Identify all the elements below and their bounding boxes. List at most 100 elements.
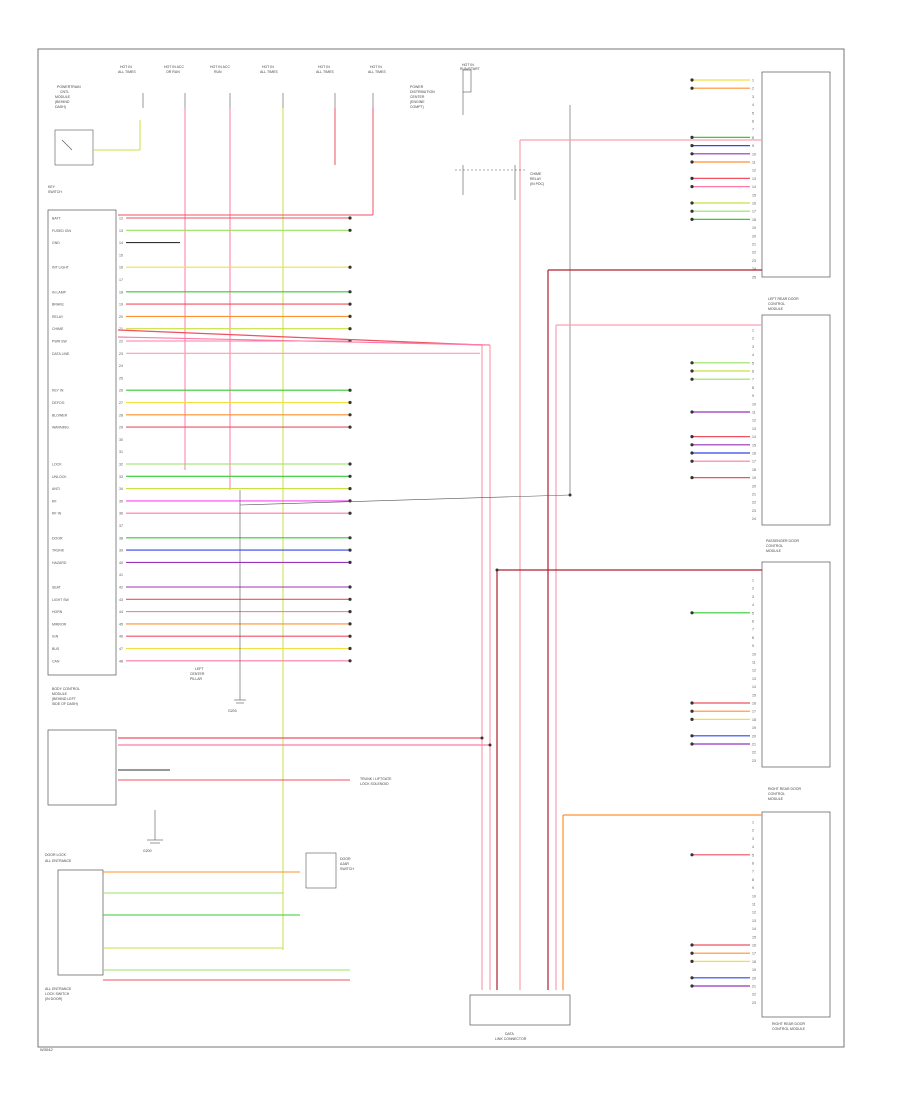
fuse-drop-wires <box>118 108 374 950</box>
svg-text:ALL ENTRANCE: ALL ENTRANCE <box>45 987 72 991</box>
bcm-pin-number: 28 <box>119 413 123 417</box>
svg-text:BODY CONTROL: BODY CONTROL <box>52 687 80 691</box>
bcm-pin-number: 35 <box>119 499 123 503</box>
bcm-pin-number: 45 <box>119 622 123 626</box>
svg-text:MODULE: MODULE <box>55 95 71 99</box>
connector-arrow <box>348 425 352 429</box>
module-pin-number: 19 <box>752 968 756 972</box>
module-pin-number: 23 <box>752 259 756 263</box>
bcm-pin-label: SEAT <box>52 586 62 590</box>
bcm-pin-number: 24 <box>119 364 123 368</box>
module-pin-number: 7 <box>752 870 754 874</box>
bcm-pin-label: GND <box>52 241 60 245</box>
module-pin-number: 4 <box>752 603 754 607</box>
module-pin-number: 10 <box>752 402 756 406</box>
svg-text:MODULE: MODULE <box>766 549 782 553</box>
module-pin-number: 19 <box>752 726 756 730</box>
module-pin-number: 19 <box>752 476 756 480</box>
svg-text:(BEHIND: (BEHIND <box>55 100 70 104</box>
connector-arrow <box>690 734 694 738</box>
door-lock-switch <box>57 869 104 976</box>
svg-text:DOOR LOCK: DOOR LOCK <box>45 853 67 857</box>
svg-text:G203: G203 <box>228 709 237 713</box>
module-pin-number: 15 <box>752 935 756 939</box>
module-pin-number: 11 <box>752 411 756 415</box>
module-pin-number: 22 <box>752 751 756 755</box>
connector-arrow <box>348 216 352 220</box>
svg-text:RIGHT REAR DOOR: RIGHT REAR DOOR <box>768 787 801 791</box>
svg-text:COMPT): COMPT) <box>410 105 424 109</box>
module-pin-number: 14 <box>752 185 756 189</box>
module-pin-number: 12 <box>752 419 756 423</box>
svg-text:CONTROL MODULE: CONTROL MODULE <box>772 1027 806 1031</box>
module-pin-number: 18 <box>752 468 756 472</box>
connector-arrow <box>348 597 352 601</box>
bcm-pin-label: DATA LINE <box>52 352 70 356</box>
svg-text:CHIME: CHIME <box>530 172 542 176</box>
connector-arrow <box>690 443 694 447</box>
bcm-pin-number: 32 <box>119 463 123 467</box>
connector-arrow <box>690 709 694 713</box>
data-link-connector <box>469 994 571 1026</box>
connector-arrow <box>690 201 694 205</box>
bcm-pin-label: BRAKE <box>52 303 65 307</box>
svg-text:KEY: KEY <box>48 185 56 189</box>
svg-text:MODULE: MODULE <box>768 797 784 801</box>
svg-text:TRUNK / LIFTGATE: TRUNK / LIFTGATE <box>360 777 392 781</box>
bcm-pin-label: BUS <box>52 647 60 651</box>
bcm-pin-label: RF IN <box>52 512 62 516</box>
connector-arrow <box>348 388 352 392</box>
module-pin-number: 15 <box>752 193 756 197</box>
module-pin-number: 13 <box>752 177 756 181</box>
module-pin-number: 23 <box>752 509 756 513</box>
bcm-pin-number: 43 <box>119 598 123 602</box>
connector-arrow <box>690 853 694 857</box>
connector-arrow <box>690 976 694 980</box>
module-pin-number: 2 <box>752 87 754 91</box>
module-pin-number: 8 <box>752 386 754 390</box>
connector-arrow <box>690 361 694 365</box>
bcm-pin-number: 14 <box>119 241 123 245</box>
connector-arrow <box>690 459 694 463</box>
svg-text:PASSENGER DOOR: PASSENGER DOOR <box>766 539 799 543</box>
bcm-pin-number: 29 <box>119 426 123 430</box>
module-pin-number: 5 <box>752 611 754 615</box>
trunk-wires <box>481 105 571 990</box>
connector-arrow <box>348 511 352 515</box>
svg-text:DISTRIBUTION: DISTRIBUTION <box>410 90 435 94</box>
module-pin-number: 1 <box>752 821 754 825</box>
module-pin-number: 7 <box>752 128 754 132</box>
module-pin-number: 15 <box>752 443 756 447</box>
module-pin-number: 17 <box>752 710 756 714</box>
svg-text:ALL TIMES: ALL TIMES <box>368 70 386 74</box>
bcm-pin-number: 21 <box>119 327 123 331</box>
connector-arrow <box>690 476 694 480</box>
connector-arrow <box>348 499 352 503</box>
bcm-pin-number: 27 <box>119 401 123 405</box>
trunk-wires-lower <box>118 769 350 781</box>
svg-text:HOT IN: HOT IN <box>262 65 274 69</box>
connector-arrow <box>690 611 694 615</box>
module-pin-number: 11 <box>752 661 756 665</box>
svg-text:LINK CONNECTOR: LINK CONNECTOR <box>495 1037 527 1041</box>
connector-arrow <box>690 135 694 139</box>
bcm-pin-label: UNLOCK <box>52 475 67 479</box>
connector-arrow <box>690 451 694 455</box>
bcm-pin-number: 15 <box>119 253 123 257</box>
module-pin-number: 7 <box>752 378 754 382</box>
connector-arrow <box>690 217 694 221</box>
module-pin-number: 22 <box>752 993 756 997</box>
svg-text:AJAR: AJAR <box>340 862 349 866</box>
connector-arrow <box>690 984 694 988</box>
module-pin-number: 6 <box>752 120 754 124</box>
bcm-pin-label: INT LIGHT <box>52 266 70 270</box>
trunk-horizontal-wires <box>117 139 762 816</box>
svg-text:SWITCH: SWITCH <box>340 867 354 871</box>
connector-arrow <box>690 717 694 722</box>
bcm-pin-number: 30 <box>119 438 123 442</box>
svg-text:CONTROL: CONTROL <box>768 302 785 306</box>
